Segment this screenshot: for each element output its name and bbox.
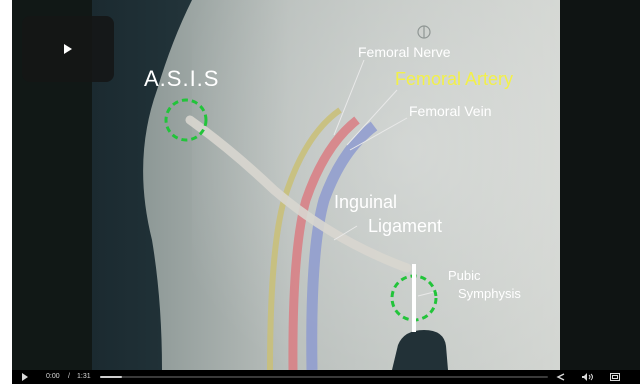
play-icon [64, 44, 72, 54]
femoral-vein-label: Femoral Vein [409, 103, 491, 119]
inguinal-ligament-label-line1: Inguinal [334, 192, 397, 213]
inguinal-ligament-label-line2: Ligament [368, 216, 442, 237]
progress-fill [100, 376, 122, 378]
current-time: 0:00 [46, 370, 60, 384]
video-player[interactable]: A.S.I.S Femoral Nerve Femoral Artery Fem… [12, 0, 640, 384]
pubic-symphysis-label-line1: Pubic [448, 268, 481, 283]
volume-icon[interactable] [582, 373, 594, 381]
time-separator: / [68, 370, 70, 384]
large-play-button[interactable] [22, 16, 114, 82]
pubic-symphysis-label-line2: Symphysis [458, 286, 521, 301]
femoral-nerve-label: Femoral Nerve [358, 44, 451, 60]
duration: 1:31 [77, 370, 91, 384]
fullscreen-icon[interactable] [610, 373, 620, 381]
progress-bar[interactable] [100, 376, 548, 378]
play-icon[interactable] [22, 373, 28, 381]
femoral-artery-label: Femoral Artery [395, 69, 513, 90]
asis-label: A.S.I.S [144, 66, 219, 92]
video-control-bar: 0:00 / 1:31 [12, 370, 640, 384]
share-icon[interactable] [556, 373, 566, 381]
